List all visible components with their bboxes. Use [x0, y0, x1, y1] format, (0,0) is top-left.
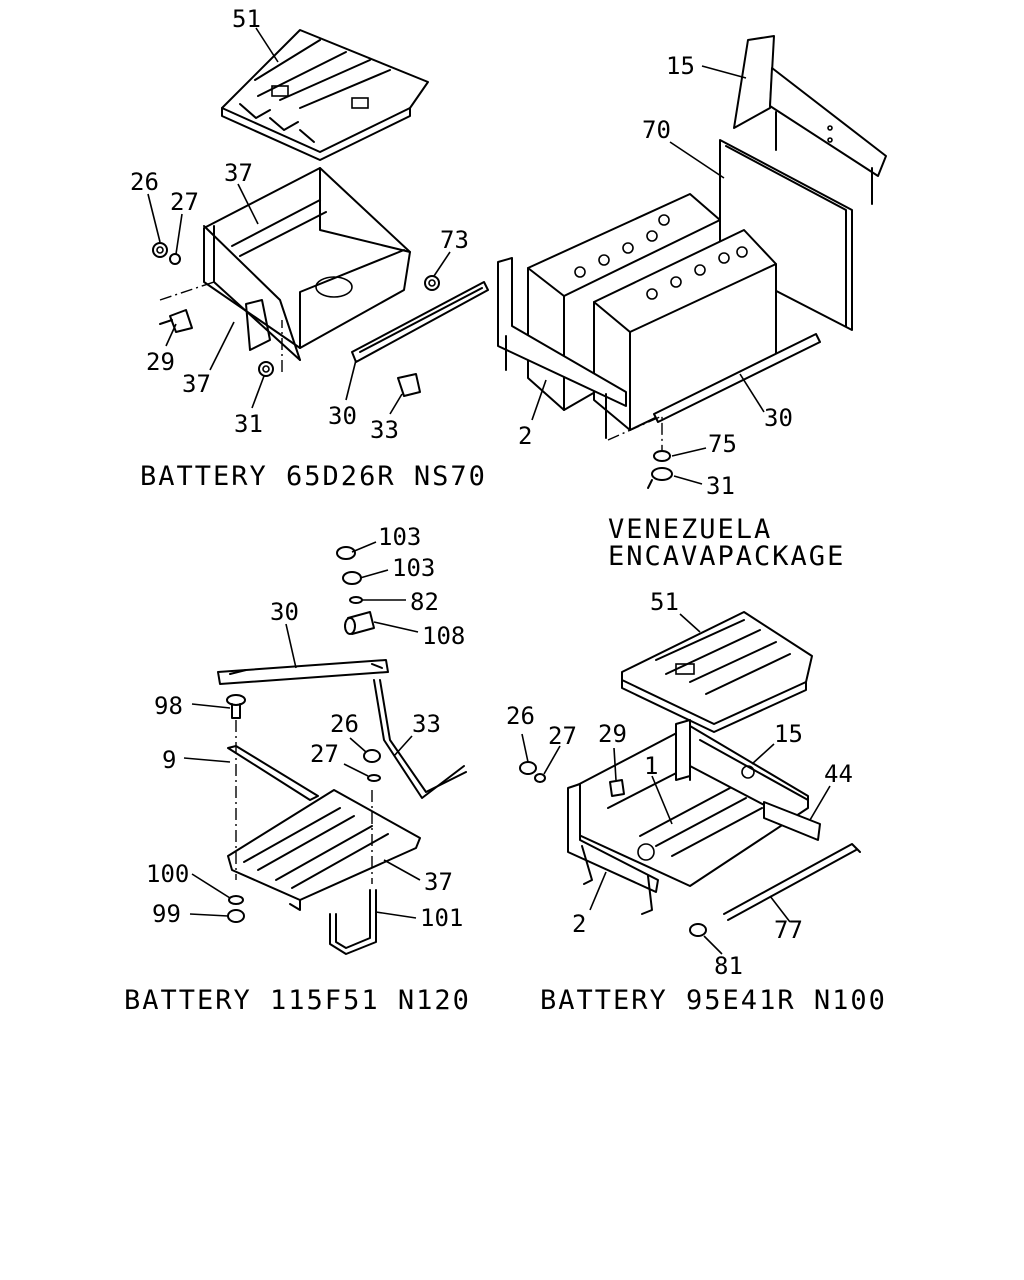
callout-108: 108	[422, 622, 465, 650]
callout-37: 37	[224, 159, 253, 187]
callout-27: 27	[548, 722, 577, 750]
assembly-venezuela: 15 70 2 75 30 31 VENEZUELA ENCAVAPACKAGE	[497, 35, 887, 572]
callout-1: 1	[644, 752, 658, 780]
wingnut-31	[647, 467, 673, 489]
callout-31: 31	[706, 472, 735, 500]
bolt-33	[397, 373, 421, 397]
nut-103-upper	[336, 546, 356, 560]
bolt-29	[159, 309, 193, 333]
caption-n100: BATTERY 95E41R N100	[540, 985, 887, 1016]
washer-27	[534, 773, 546, 783]
callout-75: 75	[708, 430, 737, 458]
nut-26	[363, 749, 381, 763]
callout-82: 82	[410, 588, 439, 616]
callout-15: 15	[666, 52, 695, 80]
callout-31: 31	[234, 410, 263, 438]
nut-81	[689, 923, 707, 937]
callout-51: 51	[650, 588, 679, 616]
callout-44: 44	[824, 760, 853, 788]
callout-27: 27	[310, 740, 339, 768]
ubolt-101	[329, 889, 377, 955]
callout-27: 27	[170, 188, 199, 216]
callout-33: 33	[412, 710, 441, 738]
callout-77: 77	[774, 916, 803, 944]
callouts-n120: 103 103 82 108 30 98 26 33 9 27 100 37 9…	[146, 523, 465, 932]
callout-37: 37	[424, 868, 453, 896]
assembly-n100: 51 26 27 29 1 15 44 2 77 81 BATTERY 95E4…	[506, 588, 887, 1016]
nut-103-lower	[342, 571, 362, 585]
leaders-n120	[183, 541, 421, 919]
sleeve-108	[344, 611, 375, 635]
battery-cover-51	[621, 611, 813, 733]
washer-82	[349, 596, 363, 604]
nut-73	[424, 275, 440, 291]
leaders-ns70	[147, 27, 451, 415]
bracket-2	[497, 257, 627, 439]
bracket-15	[733, 35, 887, 205]
washer-100	[228, 895, 244, 905]
plate-44	[763, 801, 821, 841]
washer-27	[367, 774, 381, 782]
callout-30: 30	[764, 404, 793, 432]
callout-51: 51	[232, 5, 261, 33]
callout-15: 15	[774, 720, 803, 748]
callout-26: 26	[506, 702, 535, 730]
rod-77	[723, 843, 861, 921]
callout-103: 103	[378, 523, 421, 551]
nut-26	[519, 761, 537, 775]
leaders-venezuela	[531, 65, 765, 485]
assembly-n120: 103 103 82 108 30 98 26 33 9 27 100 37 9…	[124, 523, 471, 1016]
nut-99	[227, 909, 245, 923]
callouts-ns70: 51 37 26 27 73 29 37 31 30 33	[130, 5, 469, 444]
callout-9: 9	[162, 746, 176, 774]
strap-9	[227, 745, 319, 801]
callout-37: 37	[182, 370, 211, 398]
bolt-29	[609, 779, 625, 797]
callout-26: 26	[330, 710, 359, 738]
nut-26	[152, 242, 168, 258]
callouts-n100: 51 26 27 29 1 15 44 2 77 81	[506, 588, 853, 980]
caption-n120: BATTERY 115F51 N120	[124, 985, 471, 1016]
washer-27	[169, 253, 181, 265]
hold-down-bar-30	[351, 281, 489, 363]
callout-103: 103	[392, 554, 435, 582]
caption-venezuela-line1: VENEZUELA	[608, 514, 772, 545]
callout-2: 2	[518, 422, 532, 450]
callout-33: 33	[370, 416, 399, 444]
callout-101: 101	[420, 904, 463, 932]
callout-26: 26	[130, 168, 159, 196]
caption-venezuela-line2: ENCAVAPACKAGE	[608, 541, 845, 572]
callout-2: 2	[572, 910, 586, 938]
callout-100: 100	[146, 860, 189, 888]
callout-29: 29	[598, 720, 627, 748]
callout-98: 98	[154, 692, 183, 720]
leaders-n100	[521, 613, 831, 955]
rod-33	[373, 679, 467, 799]
bolt-98	[226, 694, 246, 719]
callout-29: 29	[146, 348, 175, 376]
caption-ns70: BATTERY 65D26R NS70	[140, 461, 487, 492]
hold-down-bar-30	[653, 333, 821, 423]
hold-down-bar-30	[217, 659, 389, 685]
battery-cover-51	[221, 29, 429, 161]
battery-tray-37	[203, 167, 411, 361]
callouts-venezuela: 15 70 2 75 30 31	[518, 52, 793, 500]
bracket-2	[567, 783, 659, 915]
bracket-15	[699, 739, 809, 801]
callout-99: 99	[152, 900, 181, 928]
callout-81: 81	[714, 952, 743, 980]
callout-30: 30	[270, 598, 299, 626]
assembly-ns70: 51 37 26 27 73 29 37 31 30 33 BATTERY 65…	[130, 5, 489, 492]
nut-31	[258, 361, 274, 377]
callout-30: 30	[328, 402, 357, 430]
washer-75	[653, 450, 671, 462]
callout-70: 70	[642, 116, 671, 144]
tray-37	[227, 789, 421, 911]
callout-73: 73	[440, 226, 469, 254]
